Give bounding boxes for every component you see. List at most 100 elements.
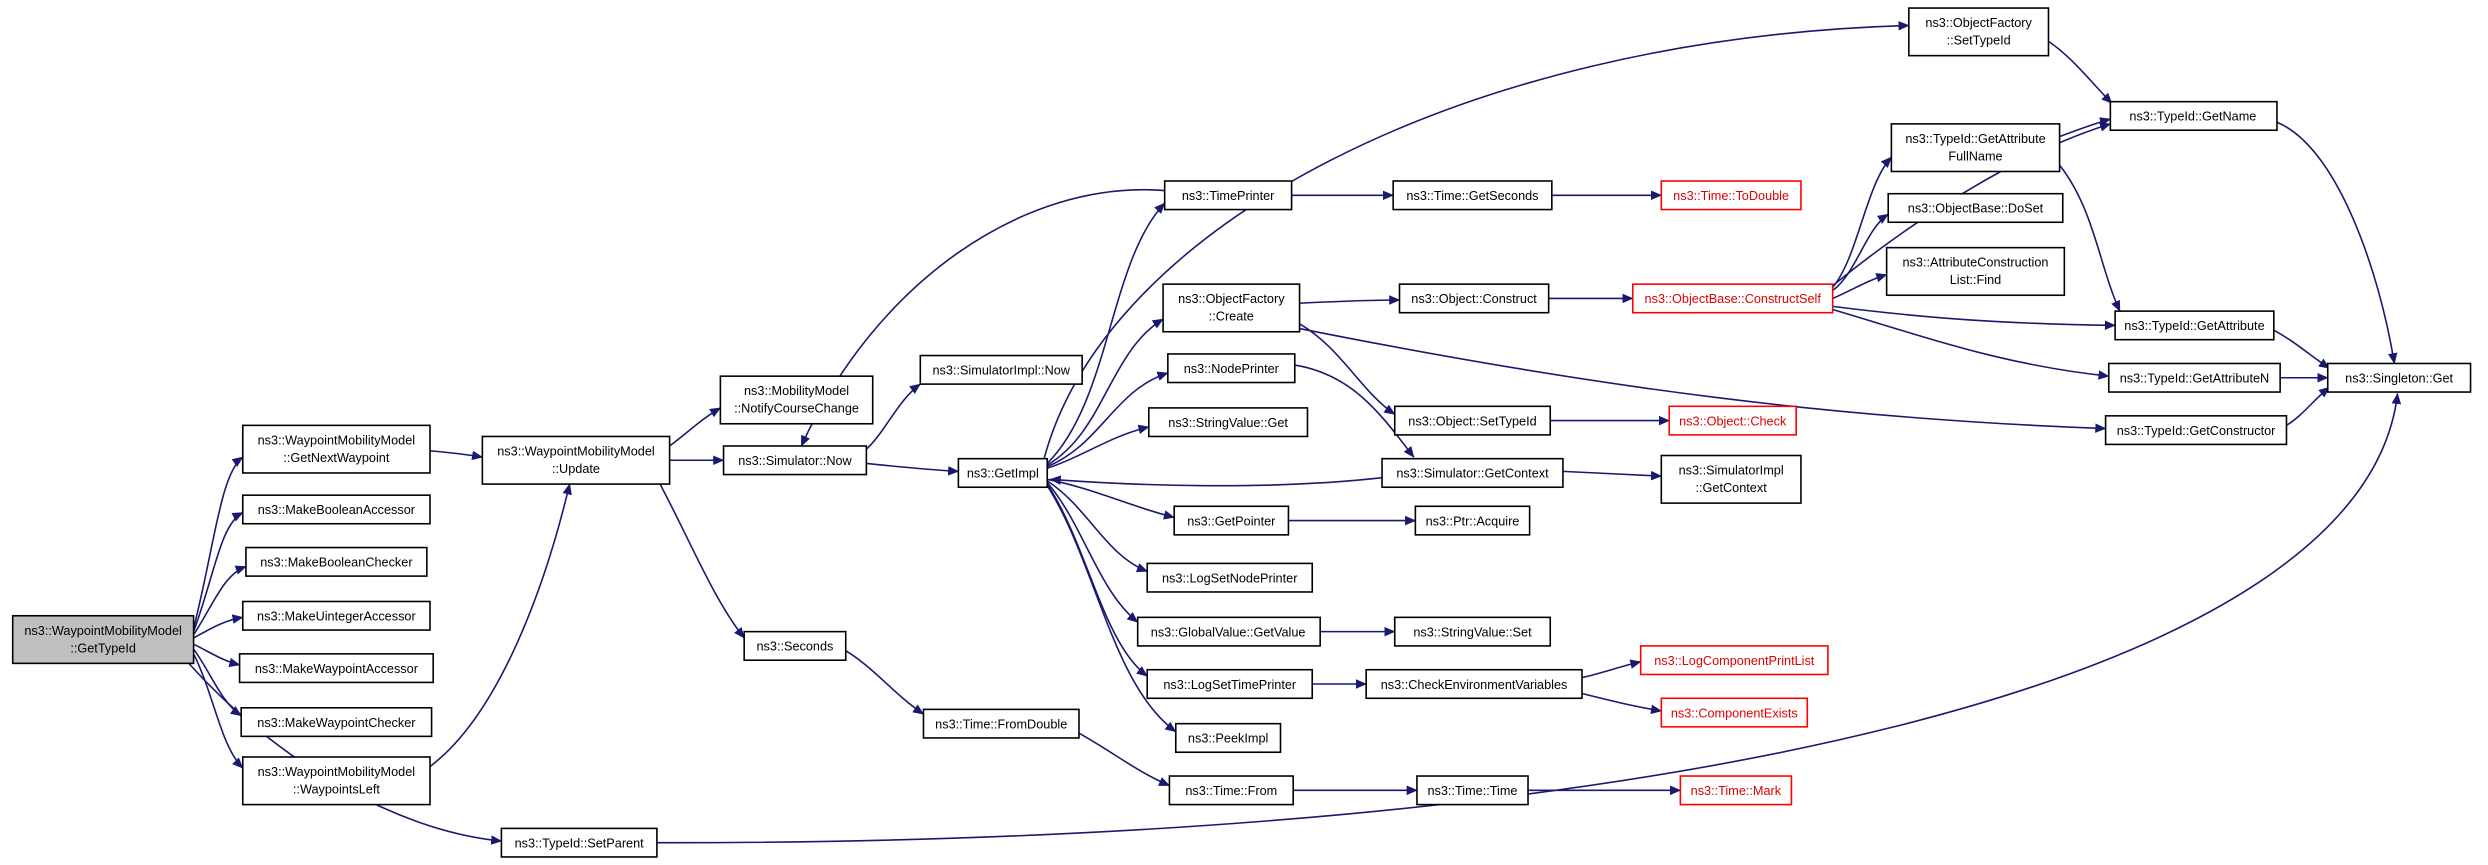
node-object-check[interactable]: ns3::Object::Check — [1668, 405, 1797, 436]
node-peekimpl[interactable]: ns3::PeekImpl — [1174, 722, 1282, 754]
node-label: ns3::NodePrinter — [1184, 362, 1280, 376]
node-label: ns3::AttributeConstruction — [1902, 256, 2048, 270]
node-gettypeid[interactable]: ns3::WaypointMobilityModel ::GetTypeId — [11, 614, 195, 665]
node-box — [1148, 407, 1309, 438]
node-box — [245, 546, 428, 577]
node-label: ns3::MakeBooleanAccessor — [258, 503, 416, 517]
node-objectfactory-create[interactable]: ns3::ObjectFactory ::Create — [1162, 283, 1301, 333]
node-box — [922, 708, 1080, 739]
node-waypointsleft[interactable]: ns3::WaypointMobilityModel ::WaypointsLe… — [241, 756, 431, 806]
node-typeid-getattributen[interactable]: ns3::TypeId::GetAttributeN — [2107, 362, 2281, 393]
node-object-settypeid[interactable]: ns3::Object::SetTypeId — [1393, 405, 1552, 436]
edge-getimpl-stringvalueget — [1046, 424, 1150, 469]
node-time-from[interactable]: ns3::Time::From — [1168, 775, 1294, 806]
node-box — [1416, 775, 1529, 806]
node-update[interactable]: ns3::WaypointMobilityModel ::Update — [481, 435, 671, 485]
edge-typeidgetname-singletonget — [2276, 121, 2398, 365]
node-timeprinter[interactable]: ns3::TimePrinter — [1163, 180, 1293, 211]
node-label: ns3::Singleton::Get — [2345, 372, 2453, 386]
edge-getattributefullname-typeidgetattribute — [2058, 164, 2121, 312]
node-objectfactory-settypeid[interactable]: ns3::ObjectFactory ::SetTypeId — [1908, 7, 2050, 57]
node-object-construct[interactable]: ns3::Object::Construct — [1398, 283, 1550, 314]
edge-setparent-singletonget — [656, 392, 2402, 844]
node-time-time[interactable]: ns3::Time::Time — [1416, 775, 1529, 806]
node-label: ::GetTypeId — [70, 641, 136, 655]
node-label: ns3::ComponentExists — [1671, 706, 1798, 720]
node-simulatorimpl-getcontext[interactable]: ns3::SimulatorImpl ::GetContext — [1660, 454, 1802, 504]
node-makebooleanaccessor[interactable]: ns3::MakeBooleanAccessor — [241, 494, 431, 525]
node-label: ns3::ObjectFactory — [1925, 16, 2032, 30]
node-makebooleanchecker[interactable]: ns3::MakeBooleanChecker — [245, 546, 428, 577]
edge-update-notifycoursechange — [669, 407, 722, 447]
node-typeid-getconstructor[interactable]: ns3::TypeId::GetConstructor — [2104, 415, 2288, 446]
node-getimpl[interactable]: ns3::GetImpl — [957, 457, 1049, 489]
node-label: ns3::WaypointMobilityModel — [497, 445, 655, 459]
node-box — [2107, 362, 2281, 393]
node-simulator-now[interactable]: ns3::Simulator::Now — [722, 445, 868, 476]
edge-seconds-timefromdouble — [845, 649, 925, 715]
node-label: ::Create — [1209, 310, 1254, 324]
node-makewaypointchecker[interactable]: ns3::MakeWaypointChecker — [240, 707, 433, 738]
node-label: ns3::WaypointMobilityModel — [24, 624, 182, 638]
node-box — [1136, 616, 1321, 647]
node-attributeconstructionlist-find[interactable]: ns3::AttributeConstruction List::Find — [1885, 246, 2066, 297]
node-stringvalue-set[interactable]: ns3::StringValue::Set — [1393, 616, 1552, 647]
node-typeid-setparent[interactable]: ns3::TypeId::SetParent — [500, 827, 658, 858]
edge-simulatorgetcontext-simulatorimplgetcontext — [1562, 470, 1663, 481]
node-getnextwaypoint[interactable]: ns3::WaypointMobilityModel ::GetNextWayp… — [241, 424, 431, 474]
node-label: ::GetNextWaypoint — [283, 451, 389, 465]
node-label: ns3::MakeWaypointAccessor — [255, 662, 419, 676]
node-objectbase-constructself[interactable]: ns3::ObjectBase::ConstructSelf — [1631, 283, 1834, 314]
node-box — [481, 435, 671, 485]
node-typeid-getattributefullname[interactable]: ns3::TypeId::GetAttribute FullName — [1890, 123, 2061, 173]
node-getpointer[interactable]: ns3::GetPointer — [1173, 505, 1290, 536]
node-label: ns3::LogSetNodePrinter — [1162, 571, 1298, 585]
node-box — [1668, 405, 1797, 436]
node-makeuintegeraccessor[interactable]: ns3::MakeUintegerAccessor — [241, 600, 431, 631]
node-label: ns3::TypeId::GetAttribute — [2124, 319, 2264, 333]
edge-getimpl-globalvaluegetvalue — [1046, 481, 1139, 623]
node-simulator-getcontext[interactable]: ns3::Simulator::GetContext — [1381, 457, 1564, 489]
node-box — [1174, 722, 1282, 754]
node-makewaypointaccessor[interactable]: ns3::MakeWaypointAccessor — [238, 653, 434, 684]
node-time-mark[interactable]: ns3::Time::Mark — [1679, 775, 1793, 806]
edge-gettypeid-waypointsleft — [192, 653, 244, 769]
node-label: ns3::GetPointer — [1187, 514, 1276, 528]
node-logcomponentprintlist[interactable]: ns3::LogComponentPrintList — [1639, 645, 1829, 676]
node-box — [722, 445, 868, 476]
node-objectbase-doset[interactable]: ns3::ObjectBase::DoSet — [1887, 192, 2064, 224]
node-time-fromdouble[interactable]: ns3::Time::FromDouble — [922, 708, 1080, 739]
edge-objectfactorycreate-typeidgetconstructor — [1299, 327, 2107, 433]
node-checkenvironmentvariables[interactable]: ns3::CheckEnvironmentVariables — [1365, 668, 1583, 700]
edge-getimpl-logsetnodeprinter — [1046, 480, 1148, 573]
node-time-todouble[interactable]: ns3::Time::ToDouble — [1660, 180, 1802, 211]
node-box — [2104, 415, 2288, 446]
node-seconds[interactable]: ns3::Seconds — [743, 630, 847, 661]
node-label: ns3::WaypointMobilityModel — [258, 433, 416, 447]
node-componentexists[interactable]: ns3::ComponentExists — [1660, 697, 1809, 728]
node-singleton-get[interactable]: ns3::Singleton::Get — [2326, 362, 2472, 393]
node-stringvalue-get[interactable]: ns3::StringValue::Get — [1148, 407, 1309, 438]
node-nodeprinter[interactable]: ns3::NodePrinter — [1167, 353, 1296, 384]
node-time-getseconds[interactable]: ns3::Time::GetSeconds — [1392, 180, 1553, 211]
node-typeid-getname[interactable]: ns3::TypeId::GetName — [2109, 100, 2278, 132]
node-notifycoursechange[interactable]: ns3::MobilityModel ::NotifyCourseChange — [719, 375, 874, 425]
edge-gettypeid-makeuintegeraccessor — [193, 614, 244, 639]
node-label: ns3::Ptr::Acquire — [1426, 514, 1520, 528]
node-logsettimeprinter[interactable]: ns3::LogSetTimePrinter — [1146, 668, 1314, 700]
edge-simulatornow-getimpl — [866, 462, 960, 476]
edge-objectfactorycreate-objectconstruct — [1299, 295, 1401, 305]
node-label: ns3::SimulatorImpl::Now — [932, 364, 1070, 378]
node-box — [500, 827, 658, 858]
node-typeid-getattribute[interactable]: ns3::TypeId::GetAttribute — [2114, 310, 2275, 341]
node-logsetnodeprinter[interactable]: ns3::LogSetNodePrinter — [1146, 562, 1314, 593]
node-simulatorimpl-now[interactable]: ns3::SimulatorImpl::Now — [919, 354, 1083, 385]
node-box — [919, 354, 1083, 385]
node-box — [241, 756, 431, 806]
node-label: ns3::StringValue::Get — [1168, 416, 1288, 430]
node-ptr-acquire[interactable]: ns3::Ptr::Acquire — [1414, 505, 1531, 536]
node-box — [1167, 353, 1296, 384]
node-box — [1162, 283, 1301, 333]
node-globalvalue-getvalue[interactable]: ns3::GlobalValue::GetValue — [1136, 616, 1321, 647]
